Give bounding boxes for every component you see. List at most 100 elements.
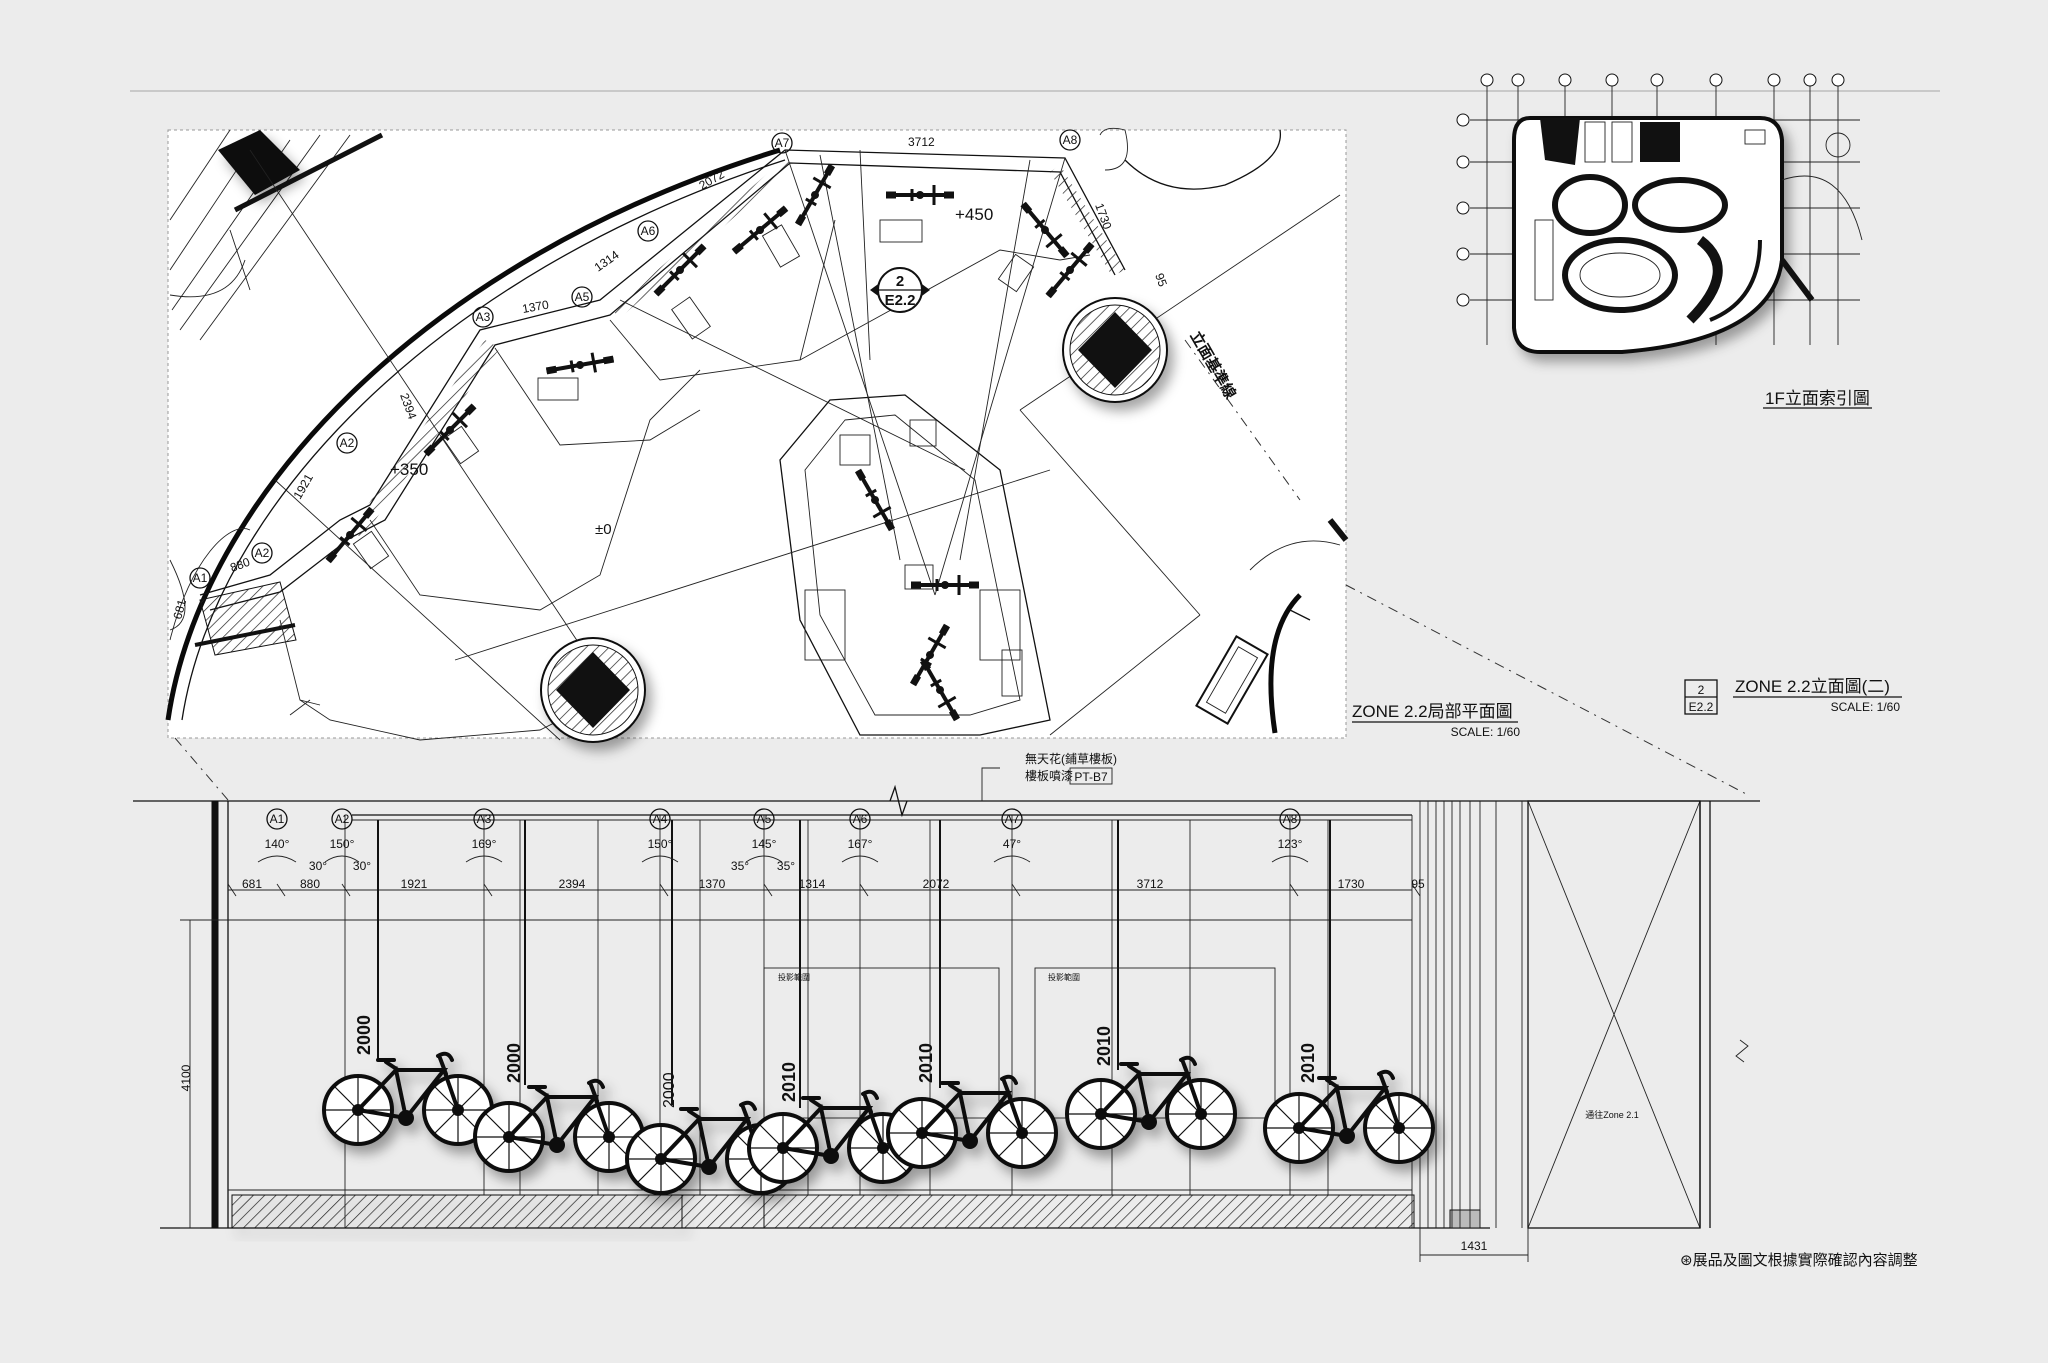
grid-tag: A8: [1279, 808, 1301, 830]
svg-text:A6: A6: [853, 812, 868, 826]
bicycle: [886, 1074, 1058, 1169]
svg-text:150°: 150°: [648, 837, 673, 851]
zone-plan: 立面基準線 3712: [165, 127, 1520, 743]
svg-text:1314: 1314: [799, 877, 826, 891]
grid-tag: A7: [771, 132, 793, 154]
plan-panels: [352, 219, 1035, 570]
elevation-right-wall: [1419, 801, 1529, 1228]
svg-text:35°: 35°: [777, 859, 795, 873]
plan-right-wall: [1268, 593, 1302, 734]
svg-text:A7: A7: [775, 136, 790, 150]
svg-text:A1: A1: [193, 571, 208, 585]
svg-text:A2: A2: [255, 546, 270, 560]
ceiling-note-1: 無天花(鋪草樓板): [1025, 751, 1117, 766]
svg-text:681: 681: [170, 597, 189, 620]
plan-title: ZONE 2.2局部平面圖: [1352, 702, 1513, 721]
grid-tag: A5: [753, 808, 775, 830]
ceiling-note-2: 樓板噴漆: [1025, 768, 1073, 783]
elevation-bikes: [322, 1051, 1435, 1195]
plan-sight-lines: [249, 149, 1341, 741]
svg-text:1370: 1370: [521, 297, 550, 315]
svg-text:35°: 35°: [731, 859, 749, 873]
zone-link-label: 通往Zone 2.1: [1585, 1109, 1639, 1120]
svg-text:140°: 140°: [265, 837, 290, 851]
svg-text:1431: 1431: [1461, 1239, 1488, 1253]
grid-tag: A7: [1001, 808, 1023, 830]
grid-tag: A5: [571, 286, 593, 308]
svg-text:95: 95: [1152, 271, 1170, 289]
svg-text:150°: 150°: [330, 837, 355, 851]
angle-marks: 140° 150° 30° 30° 169° 150° 35° 145° 35°…: [257, 837, 1309, 873]
bicycle: [322, 1051, 494, 1146]
svg-text:2000: 2000: [661, 1072, 678, 1108]
svg-text:A7: A7: [1005, 812, 1020, 826]
svg-text:A2: A2: [335, 812, 350, 826]
elevation-scale: SCALE: 1/60: [1831, 700, 1901, 714]
svg-text:145°: 145°: [752, 837, 777, 851]
zone-elevation: 無天花(鋪草樓板) 樓板噴漆 PT-B7 4100: [133, 584, 1918, 1269]
plan-hatch-block: [169, 129, 384, 341]
plan-display-walls: [194, 149, 1126, 741]
svg-text:47°: 47°: [1003, 837, 1021, 851]
plan-curved-wall: [165, 147, 781, 721]
svg-text:1730: 1730: [1338, 877, 1365, 891]
svg-text:169°: 169°: [472, 837, 497, 851]
grid-tag: A1: [189, 567, 211, 589]
svg-text:A6: A6: [641, 224, 656, 238]
svg-text:880: 880: [300, 877, 320, 891]
svg-text:投影範圍: 投影範圍: [778, 972, 810, 982]
svg-text:E2.2: E2.2: [1689, 700, 1714, 714]
grid-tag: A2: [251, 542, 273, 564]
plan-section-callout: 2 E2.2: [870, 267, 930, 313]
svg-text:A8: A8: [1283, 812, 1298, 826]
svg-text:30°: 30°: [309, 859, 327, 873]
plan-column-left: [540, 637, 646, 743]
bicycle: [473, 1078, 645, 1173]
grid-tag: A4: [649, 808, 671, 830]
grid-tag: A6: [637, 220, 659, 242]
svg-text:2010: 2010: [916, 1043, 936, 1083]
svg-text:3712: 3712: [908, 135, 935, 149]
plan-scale: SCALE: 1/60: [1451, 725, 1521, 739]
level-zero: ±0: [595, 521, 612, 538]
elevation-grid-tags: A1 A2 A3 A4 A5 A6 A7 A8: [266, 808, 1301, 830]
svg-text:1370: 1370: [699, 877, 726, 891]
svg-text:A4: A4: [653, 812, 668, 826]
svg-text:30°: 30°: [353, 859, 371, 873]
elevation-title-block: 2 E2.2 ZONE 2.2立面圖(二) SCALE: 1/60: [1684, 677, 1902, 715]
plan-grid-tags: A1 A2 A2 A3 A5 A6 A7 A8: [189, 129, 1081, 589]
door-dimension: 1431: [1419, 1228, 1529, 1262]
plan-center-island: [779, 394, 1051, 736]
svg-text:2010: 2010: [1094, 1026, 1114, 1066]
svg-text:2: 2: [1698, 683, 1705, 697]
svg-text:A3: A3: [476, 310, 491, 324]
svg-text:2000: 2000: [354, 1015, 374, 1055]
index-plan-title: 1F立面索引圖: [1765, 389, 1870, 408]
bike-height-labels: 2000 2000 2000 2010 2010 2010 2010: [354, 1015, 1318, 1108]
svg-text:1921: 1921: [401, 877, 428, 891]
ceiling-note: 無天花(鋪草樓板) 樓板噴漆 PT-B7: [981, 751, 1117, 801]
svg-text:A5: A5: [757, 812, 772, 826]
svg-text:2394: 2394: [559, 877, 586, 891]
elevation-dimensions: 681 880 1921 2394 1370 1314 2072 3712 17…: [227, 877, 1425, 897]
elevation-floor: [160, 1189, 1490, 1229]
plan-right-curve: [1124, 129, 1281, 190]
doorway-to-zone-2-1: 通往Zone 2.1: [1527, 800, 1749, 1229]
grid-tag: A2: [331, 808, 353, 830]
ceiling-tag: PT-B7: [1074, 770, 1108, 784]
svg-text:A5: A5: [575, 290, 590, 304]
svg-text:3712: 3712: [1137, 877, 1164, 891]
svg-text:A1: A1: [270, 812, 285, 826]
plan-to-elevation-leader: [1345, 584, 1751, 797]
svg-text:E2.2: E2.2: [885, 292, 916, 309]
svg-text:2: 2: [896, 273, 904, 290]
grid-tag: A6: [849, 808, 871, 830]
footnote: ⊛展品及圖文根據實際確認內容調整: [1680, 1251, 1918, 1269]
svg-text:A8: A8: [1063, 133, 1078, 147]
grid-tag: A8: [1059, 129, 1081, 151]
svg-text:2010: 2010: [779, 1062, 799, 1102]
plan-doorway: [1195, 634, 1269, 726]
svg-text:A2: A2: [340, 436, 355, 450]
plan-title-block: ZONE 2.2局部平面圖 SCALE: 1/60: [1352, 702, 1520, 739]
